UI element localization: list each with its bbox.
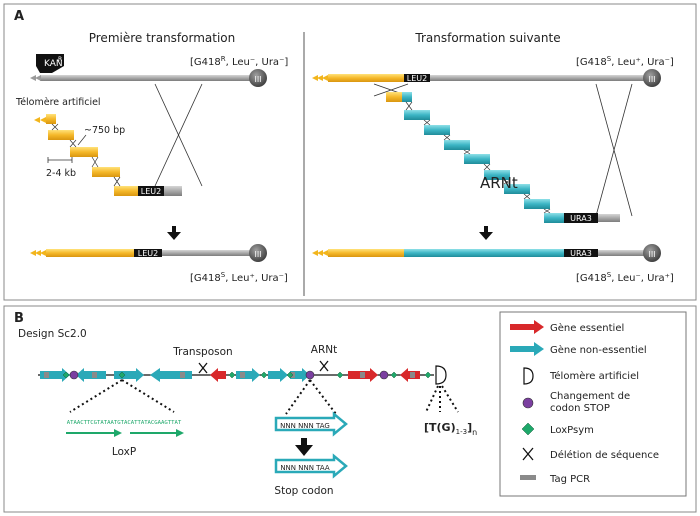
stop-codon-marker	[379, 370, 389, 380]
left-top-arrowhead	[30, 75, 36, 81]
telomere-label: Télomère artificiel	[15, 97, 101, 108]
zoom-lines	[69, 379, 459, 415]
kan-marker: KAN R	[36, 54, 64, 73]
svg-text:codon STOP: codon STOP	[550, 403, 610, 414]
teal-fragment-cascade	[404, 110, 564, 223]
svg-text:III: III	[648, 75, 655, 84]
right-yellow-start-fragment	[386, 92, 412, 102]
right-top-chromosome: LEU2 III	[312, 69, 661, 87]
artificial-telomere-symbol	[435, 365, 447, 385]
loxp-sequence: ATAACTTCGTATAATGTACATTATACGAAGTTAT	[67, 420, 182, 426]
sc2-trna-label: ARNt	[311, 344, 337, 356]
legend-pcr-tag: Tag PCR	[520, 474, 590, 485]
left-result-chromosome: LEU2 III	[30, 244, 267, 262]
gene-nonessential	[114, 368, 144, 382]
svg-text:Tag PCR: Tag PCR	[549, 474, 590, 485]
svg-text:III: III	[254, 75, 261, 84]
deletion-marks	[198, 360, 329, 374]
legend-deletion: Délétion de séquence	[522, 447, 659, 461]
right-result-ura3-label: URA3	[570, 249, 592, 258]
right-genotype-bottom: [G418S, Leu⁻, Ura⁺]	[576, 271, 674, 284]
yellow-fragment-5: LEU2	[114, 186, 182, 196]
fragment-overlap-marks	[51, 123, 121, 187]
right-genotype-top: [G418S, Leu⁺, Ura⁻]	[576, 55, 674, 68]
svg-text:Gène essentiel: Gène essentiel	[550, 322, 624, 334]
svg-text:R: R	[58, 56, 62, 63]
stop-codon-marker	[305, 370, 315, 380]
legend-essential: Gène essentiel	[510, 320, 624, 334]
svg-text:KAN: KAN	[44, 59, 63, 69]
gene-nonessential	[76, 368, 106, 382]
yellow-fragment-3	[70, 147, 98, 157]
left-result-leu2-label: LEU2	[138, 249, 158, 258]
codon-taa-text: NNN NNN TAA	[280, 464, 330, 472]
gene-nonessential	[290, 368, 310, 382]
size-bracket-2-4kb	[47, 157, 73, 163]
transposon-label: Transposon	[172, 346, 232, 358]
legend-telomere: Télomère artificiel	[523, 367, 639, 385]
gene-nonessential	[268, 368, 288, 382]
size-label-2-4kb: 2-4 kb	[46, 168, 76, 179]
size-label-750bp: ~750 bp	[84, 125, 125, 136]
left-top-chromosome	[40, 75, 258, 81]
gene-essential	[210, 368, 226, 382]
panel-a-frame	[3, 3, 697, 301]
pcr-tag	[360, 372, 365, 378]
sc2-genes	[40, 368, 420, 382]
left-leu2-label: LEU2	[141, 187, 161, 196]
loxp-arrows	[66, 429, 184, 437]
svg-text:Délétion de séquence: Délétion de séquence	[550, 449, 659, 461]
svg-text:III: III	[254, 250, 261, 259]
yellow-fragment-2	[48, 130, 74, 140]
panel-b-letter: B	[14, 311, 24, 326]
codon-tag-text: NNN NNN TAG	[280, 422, 330, 430]
legend-loxpsym: LoxPsym	[521, 422, 594, 436]
stop-codon-down-arrow	[295, 438, 313, 456]
legend-nonessential: Gène non-essentiel	[510, 342, 647, 356]
panel-b-frame	[3, 305, 697, 513]
stop-codon-marker	[69, 370, 79, 380]
pcr-tag	[92, 372, 97, 378]
left-genotype-top: [G418R, Leu⁻, Ura⁻]	[190, 55, 288, 68]
loxpsym-sites	[62, 371, 432, 379]
yellow-fragment-4	[92, 167, 120, 177]
design-label: Design Sc2.0	[18, 328, 87, 340]
loxp-label: LoxP	[112, 446, 136, 458]
telomere-formula: [T(G)1-3]n	[424, 421, 477, 437]
left-title: Première transformation	[89, 31, 236, 45]
pcr-tag	[240, 372, 245, 378]
gene-nonessential	[40, 368, 70, 382]
pcr-tag	[180, 372, 185, 378]
svg-text:Changement de: Changement de	[550, 391, 630, 402]
panel-a-letter: A	[14, 9, 24, 24]
codon-tag-box: NNN NNN TAG	[274, 411, 348, 437]
gene-nonessential	[150, 368, 192, 382]
pcr-tag	[44, 372, 49, 378]
right-ura3-label: URA3	[570, 214, 592, 223]
left-down-arrow	[167, 226, 181, 240]
left-crossover-line-2	[154, 83, 203, 187]
right-trna-label: ARNt	[480, 174, 518, 192]
legend-stop-codon: Changement de codon STOP	[522, 391, 630, 414]
left-genotype-bottom: [G418S, Leu⁺, Ura⁻]	[190, 271, 288, 284]
stop-codon-label: Stop codon	[274, 485, 333, 497]
right-title: Transformation suivante	[414, 31, 560, 45]
pcr-tag	[410, 372, 415, 378]
right-result-chromosome: URA3 III	[312, 244, 661, 262]
svg-text:Gène non-essentiel: Gène non-essentiel	[550, 344, 647, 356]
right-ura3-fragment: URA3	[564, 213, 620, 223]
svg-text:III: III	[648, 250, 655, 259]
gene-nonessential	[236, 368, 260, 382]
yellow-fragment-1	[34, 114, 56, 124]
right-down-arrow	[479, 226, 493, 240]
codon-taa-box: NNN NNN TAA	[274, 453, 348, 479]
left-top-centromere	[249, 69, 267, 87]
teal-overlap-marks	[405, 101, 551, 214]
right-top-leu2-label: LEU2	[407, 74, 427, 83]
svg-text:Télomère artificiel: Télomère artificiel	[549, 370, 639, 382]
svg-text:LoxPsym: LoxPsym	[550, 425, 594, 436]
